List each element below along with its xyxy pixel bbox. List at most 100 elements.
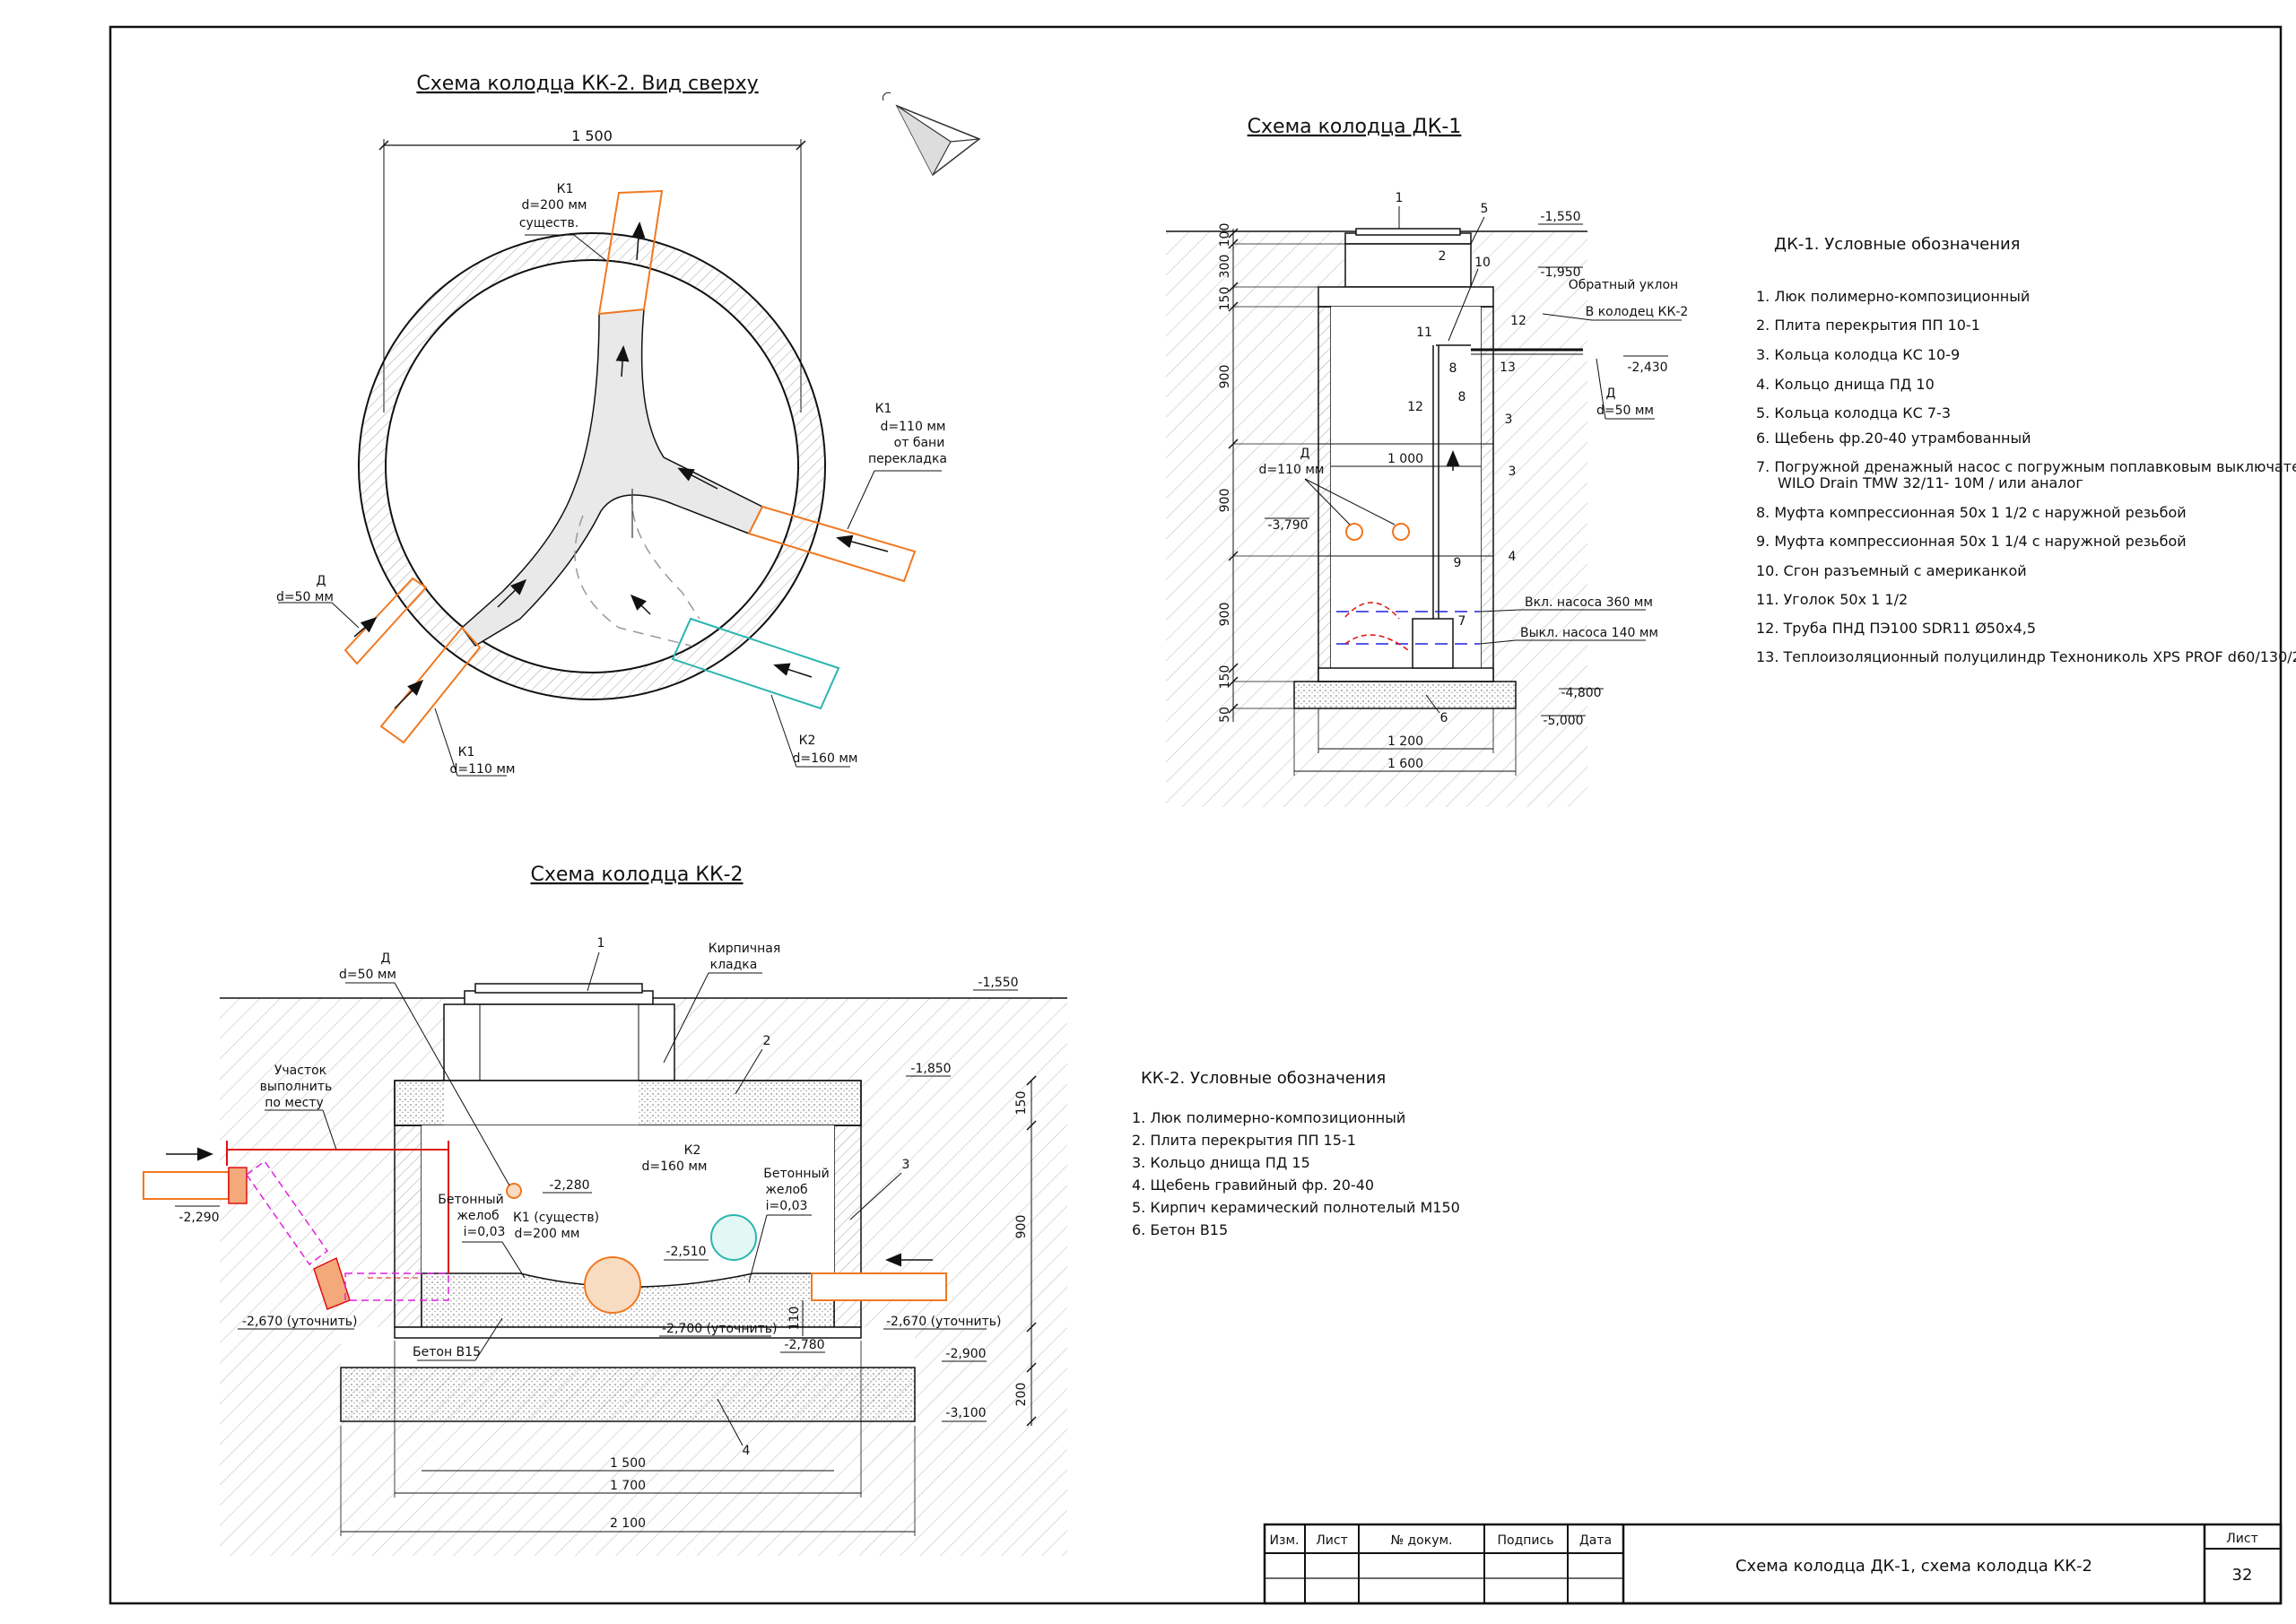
plan-dim-width: 1 500 <box>571 127 613 144</box>
kk2-label-section-2: выполнить <box>260 1080 333 1094</box>
plan-pipe-k1-existing <box>597 189 664 316</box>
kk2-legend-item-2: 2. Плита перекрытия ПП 15-1 <box>1132 1132 1356 1149</box>
kk2-label-gutter-right-1: Бетонный <box>763 1167 829 1181</box>
kk2-elev-top: -1,550 <box>978 976 1018 990</box>
plan-label-k1-existing-1: К1 <box>557 182 574 196</box>
dk1-callout-4: 4 <box>1509 550 1517 564</box>
dk1-callout-5: 5 <box>1481 202 1489 216</box>
kk2-legend-item-5: 5. Кирпич керамический полнотелый М150 <box>1132 1199 1460 1216</box>
kk2-elev-1850: -1,850 <box>910 1062 951 1076</box>
plan-label-k2-1: К2 <box>799 734 816 748</box>
title-block-header-sign: Подпись <box>1498 1533 1554 1548</box>
plan-label-d-1: Д <box>317 574 326 588</box>
plan-view: Схема колодца КК-2. Вид сверху 1 500 <box>276 73 981 777</box>
kk2-label-section-1: Участок <box>274 1064 326 1078</box>
plan-label-k1-existing-2: d=200 мм <box>522 198 587 213</box>
kk2-label-gutter-left-1: Бетонный <box>438 1193 503 1207</box>
dk1-elev-top: -1,550 <box>1540 210 1580 224</box>
kk2-legend-item-4: 4. Щебень гравийный фр. 20-40 <box>1132 1177 1374 1194</box>
title-block-sheet-label: Лист <box>2226 1532 2257 1546</box>
dk1-vdim-6: 900 <box>1218 603 1232 627</box>
sheet-frame <box>109 25 2283 1605</box>
kk2-label-k1-2: d=200 мм <box>515 1227 580 1241</box>
dk1-callout-9: 9 <box>1454 556 1462 570</box>
dk1-section: Схема колодца ДК-1 1 000 <box>1166 116 1688 807</box>
dk1-pipe-110-b <box>1392 523 1410 541</box>
dk1-gravel <box>1293 681 1517 709</box>
plan-title: Схема колодца КК-2. Вид сверху <box>416 73 758 95</box>
dk1-callout-8a: 8 <box>1449 361 1457 376</box>
kk2-section: Схема колодца КК-2 <box>143 864 1067 1556</box>
plan-label-k1-bath-2: d=110 мм <box>881 420 946 434</box>
dk1-callout-2: 2 <box>1439 249 1447 264</box>
kk2-legend-item-1: 1. Люк полимерно-композиционный <box>1132 1109 1405 1126</box>
dk1-dim-1200: 1 200 <box>1387 734 1423 749</box>
dk1-legend-item-13: 13. Теплоизоляционный полуцилиндр Технон… <box>1756 648 2296 665</box>
dk1-to-well: В колодец КК-2 <box>1586 305 1689 319</box>
kk2-pipe-k1 <box>584 1256 641 1314</box>
kk2-callout-1: 1 <box>597 936 605 951</box>
plan-label-k2-2: d=160 мм <box>793 751 858 766</box>
kk2-elev-2780: -2,780 <box>784 1338 824 1352</box>
kk2-label-gutter-left-3: i=0,03 <box>464 1225 506 1239</box>
kk2-gravel <box>340 1367 916 1422</box>
dk1-vdim-8: 50 <box>1218 707 1232 723</box>
kk2-label-k2-1: К2 <box>684 1143 701 1158</box>
dk1-legend-item-11: 11. Уголок 50х 1 1/2 <box>1756 591 1908 608</box>
kk2-elev-2700: -2,700 (уточнить) <box>662 1322 777 1336</box>
plan-label-k1-bath-1: К1 <box>875 402 892 416</box>
kk2-dim-1500: 1 500 <box>610 1456 646 1471</box>
plan-pipe-k1-small <box>379 626 482 744</box>
kk2-pipe-d <box>506 1183 522 1199</box>
dk1-pipe-110-a <box>1345 523 1363 541</box>
title-block-header-izm: Изм. <box>1270 1533 1300 1548</box>
plan-pipe-d <box>344 577 428 665</box>
plan-pipe-k2 <box>671 617 840 710</box>
dk1-vdim-7: 150 <box>1218 665 1232 690</box>
kk2-label-d-2: d=50 мм <box>339 968 396 982</box>
kk2-pipe-k2 <box>710 1214 757 1261</box>
plan-label-k1-existing-3: существ. <box>519 216 578 230</box>
dk1-vdim-5: 900 <box>1218 489 1232 513</box>
kk2-legend: КК-2. Условные обозначения 1. Люк полиме… <box>1132 1069 1460 1238</box>
plan-label-k1-small-2: d=110 мм <box>450 762 516 777</box>
kk2-vdim-110: 110 <box>787 1307 802 1331</box>
dk1-callout-8b: 8 <box>1458 390 1466 404</box>
kk2-callout-4: 4 <box>743 1444 751 1458</box>
dk1-d50-1: Д <box>1606 386 1616 401</box>
dk1-vdim-2: 300 <box>1218 255 1232 279</box>
dk1-dim-inner: 1 000 <box>1387 452 1423 466</box>
dk1-dim-1600: 1 600 <box>1387 757 1423 771</box>
dk1-d50-2: d=50 мм <box>1596 404 1654 418</box>
kk2-label-k1-1: К1 (существ) <box>513 1211 599 1225</box>
kk2-elev-2670-right: -2,670 (уточнить) <box>886 1315 1001 1329</box>
title-block-header-date: Дата <box>1579 1533 1612 1548</box>
dk1-callout-13: 13 <box>1500 360 1516 375</box>
kk2-label-d-1: Д <box>381 951 391 966</box>
dk1-callout-12a: 12 <box>1407 400 1423 414</box>
title-block: Изм. Лист № докум. Подпись Дата Схема ко… <box>1263 1523 2283 1605</box>
kk2-elev-2900: -2,900 <box>945 1347 986 1361</box>
plan-label-k1-bath-4: перекладка <box>868 452 947 466</box>
kk2-brick <box>443 1003 675 1081</box>
dk1-legend-item-4: 4. Кольцо днища ПД 10 <box>1756 376 1935 393</box>
dk1-legend-item-2: 2. Плита перекрытия ПП 10-1 <box>1756 317 1980 334</box>
dk1-legend-item-5: 5. Кольца колодца КС 7-3 <box>1756 404 1951 421</box>
kk2-pipe-right <box>811 1272 947 1301</box>
plan-label-k1-bath-3: от бани <box>894 436 945 450</box>
kk2-vdim-200: 200 <box>1014 1383 1029 1407</box>
dk1-legend-title: ДК-1. Условные обозначения <box>1774 235 2021 254</box>
dk1-reverse-slope: Обратный уклон <box>1569 278 1678 292</box>
dk1-vdim-1: 100 <box>1218 223 1232 248</box>
kk2-label-gutter-right-3: i=0,03 <box>766 1199 808 1213</box>
kk2-elev-2280: -2,280 <box>549 1178 589 1193</box>
dk1-pump-off: Выкл. насоса 140 мм <box>1520 626 1658 640</box>
kk2-vdim-150: 150 <box>1014 1091 1029 1116</box>
dk1-callout-6: 6 <box>1440 711 1448 725</box>
north-arrow-icon <box>882 91 981 177</box>
dk1-legend: ДК-1. Условные обозначения 1. Люк полиме… <box>1756 235 2296 665</box>
dk1-legend-item-3: 3. Кольца колодца КС 10-9 <box>1756 346 1960 363</box>
kk2-legend-item-6: 6. Бетон В15 <box>1132 1221 1228 1238</box>
plan-label-k1-small-1: К1 <box>458 745 475 760</box>
